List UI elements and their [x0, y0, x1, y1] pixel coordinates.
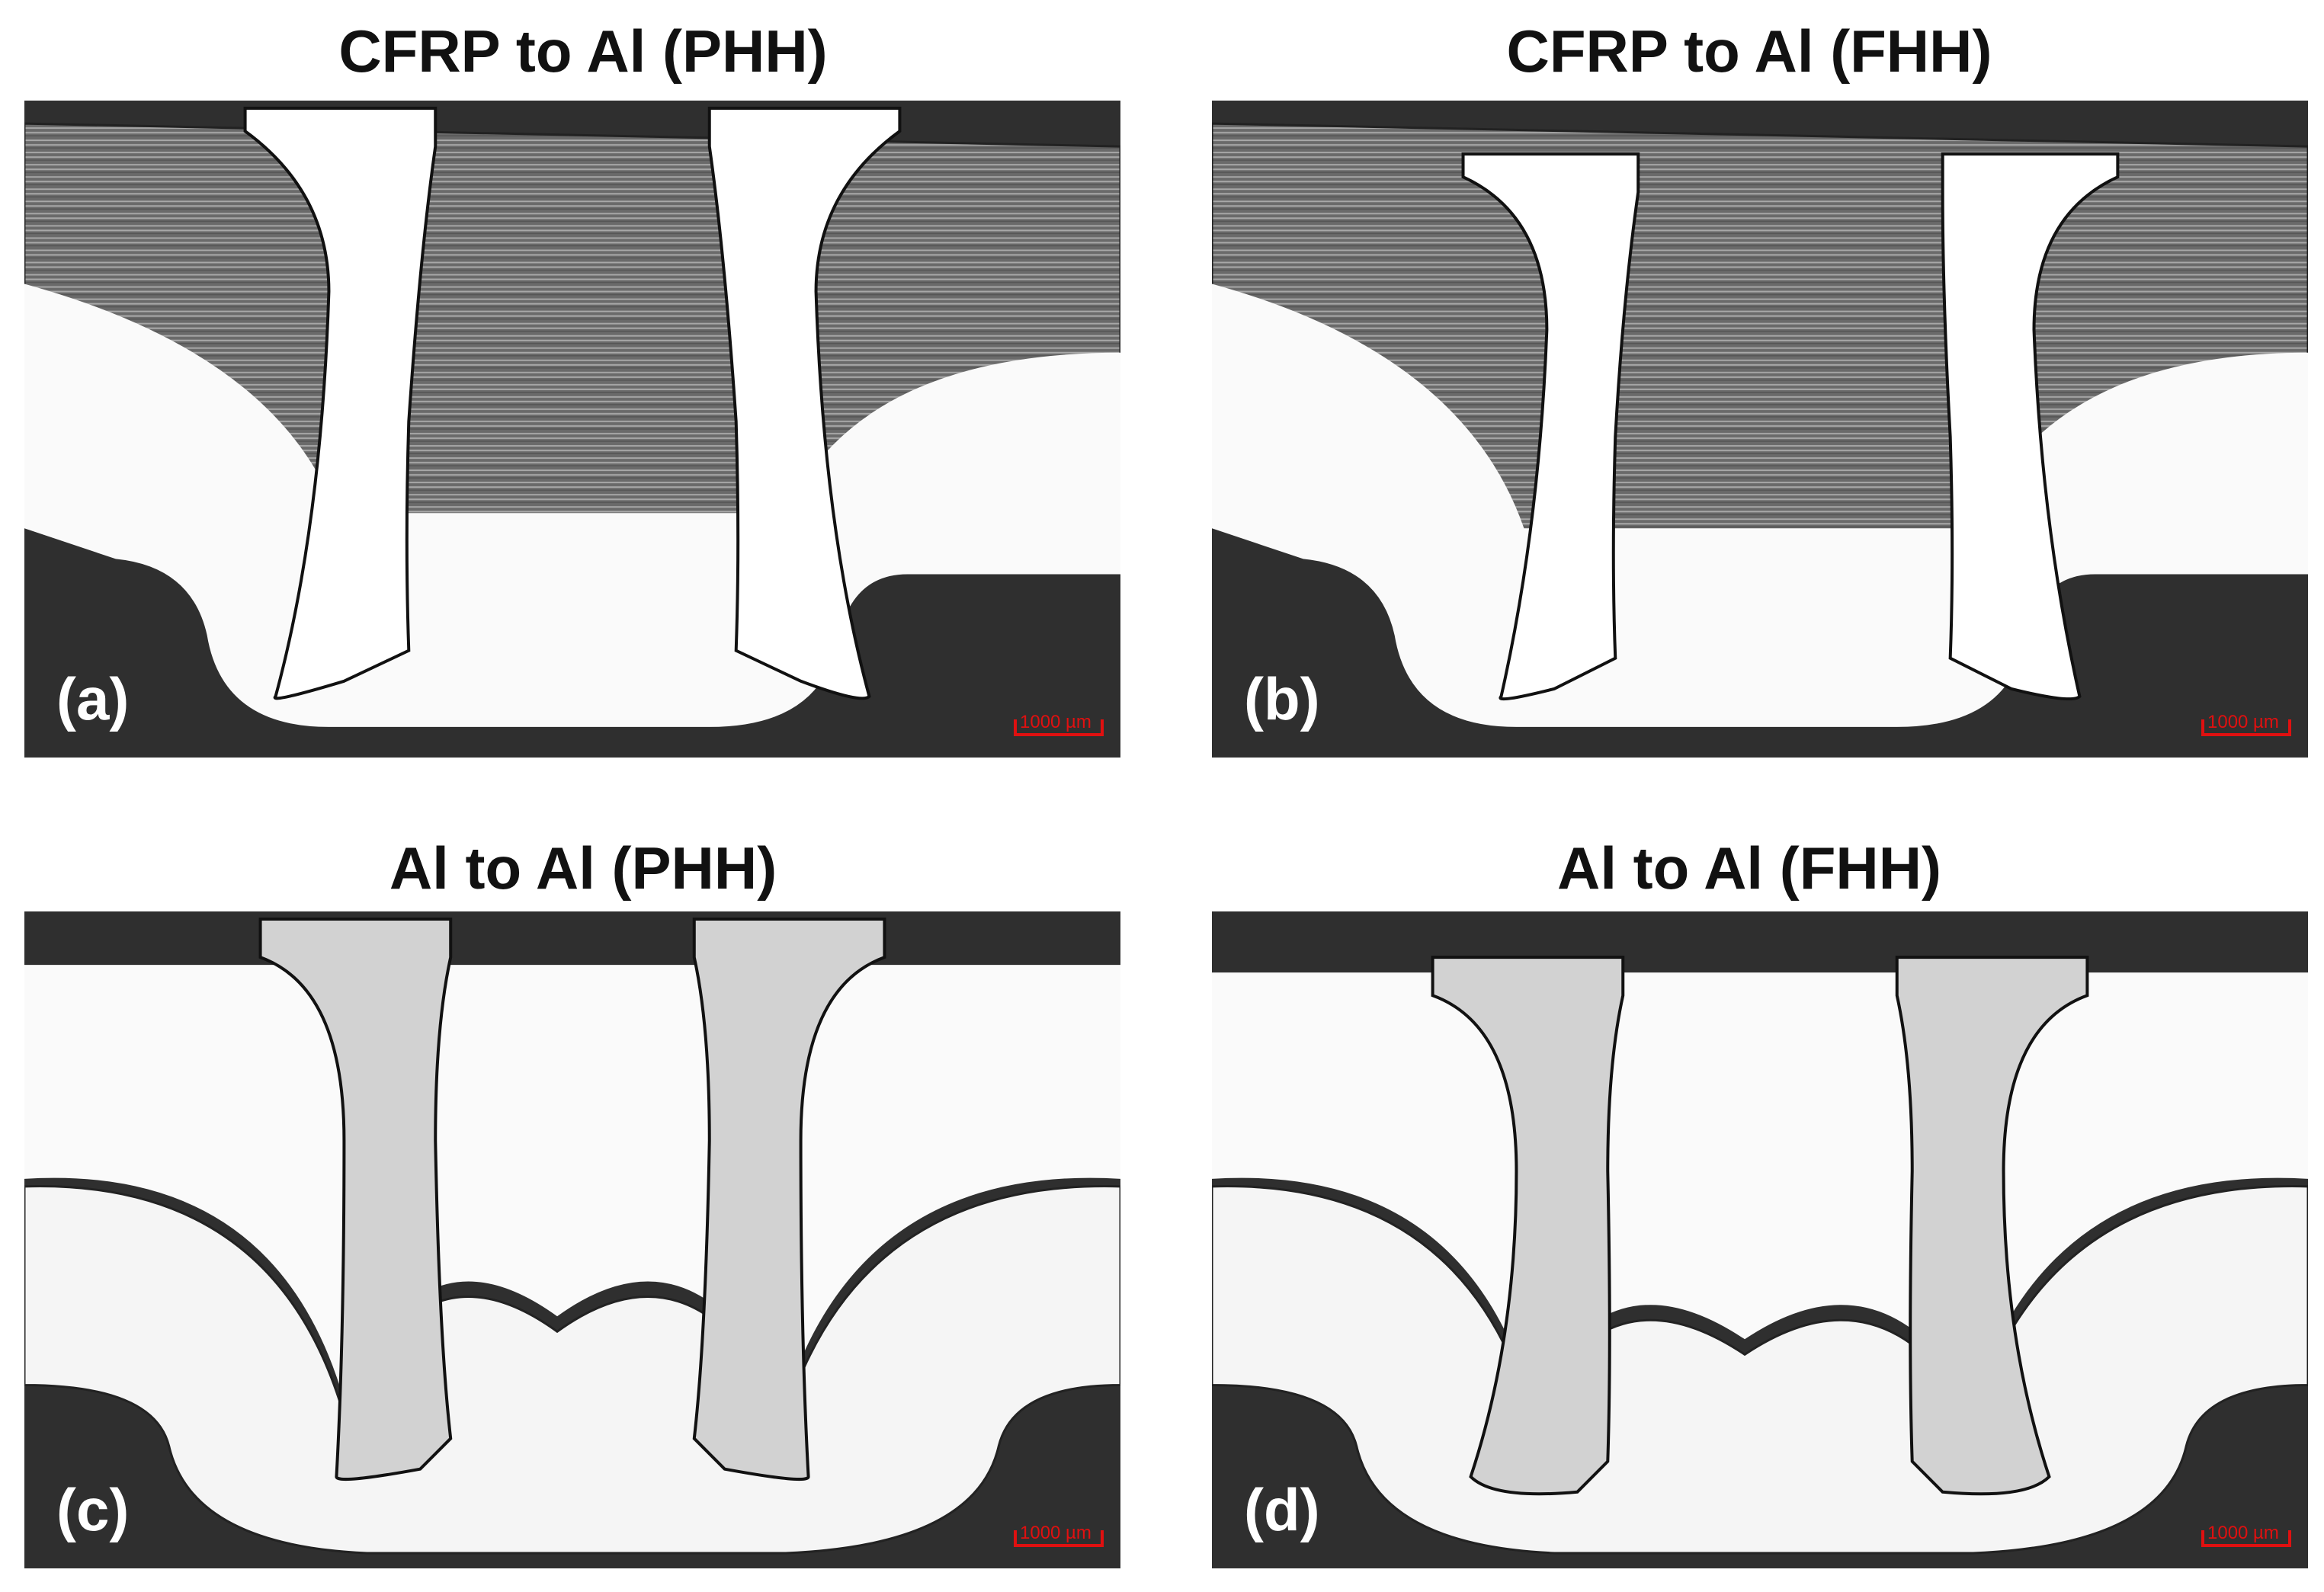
micrograph-panel-c: (c) 1000 µm — [24, 911, 1120, 1568]
scale-bar-text-b: 1000 µm — [2207, 712, 2279, 732]
scale-bar-d: 1000 µm — [2201, 1521, 2291, 1552]
micrograph-image-b — [1212, 101, 2308, 758]
micrograph-panel-b: (b) 1000 µm — [1212, 101, 2308, 758]
micrograph-image-d — [1212, 911, 2308, 1568]
panel-label-b: (b) — [1244, 665, 1320, 732]
panel-label-d: (d) — [1244, 1476, 1320, 1543]
panel-title-d: Al to Al (FHH) — [1557, 834, 1941, 902]
panel-label-c: (c) — [56, 1476, 130, 1543]
micrograph-panel-d: (d) 1000 µm — [1212, 911, 2308, 1568]
scale-bar-c: 1000 µm — [1014, 1521, 1104, 1552]
panel-label-a: (a) — [56, 665, 130, 732]
scale-bar-text-c: 1000 µm — [1020, 1523, 1091, 1543]
panel-title-b: CFRP to Al (FHH) — [1506, 18, 1992, 85]
micrograph-image-a — [24, 101, 1120, 758]
scale-bar-a: 1000 µm — [1014, 710, 1104, 741]
scale-bar-text-d: 1000 µm — [2207, 1523, 2279, 1543]
panel-title-a: CFRP to Al (PHH) — [338, 18, 828, 85]
scale-bar-b: 1000 µm — [2201, 710, 2291, 741]
micrograph-panel-a: (a) 1000 µm — [24, 101, 1120, 758]
scale-bar-text-a: 1000 µm — [1020, 712, 1091, 732]
micrograph-image-c — [24, 911, 1120, 1568]
panel-title-c: Al to Al (PHH) — [389, 834, 777, 902]
